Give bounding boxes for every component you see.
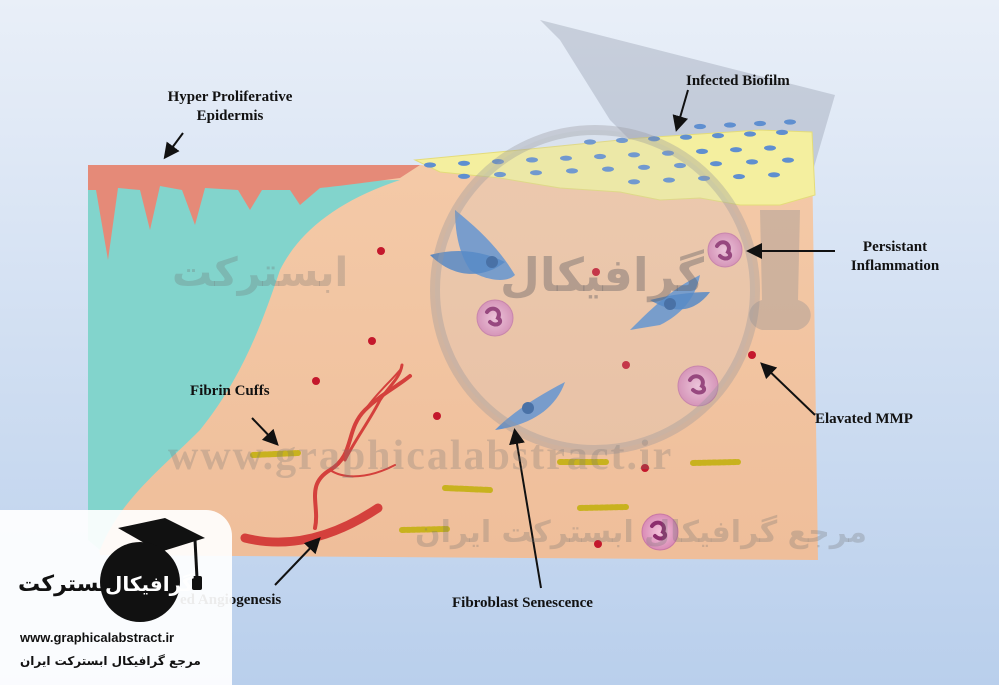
label-arrows bbox=[163, 89, 835, 589]
logo-subtitle: مرجع گرافیکال ابسترکت ایران bbox=[20, 654, 201, 668]
hyper-proliferative-epidermis bbox=[88, 165, 420, 260]
bacterium bbox=[560, 155, 572, 161]
arrow-mmp bbox=[760, 362, 816, 416]
inflammatory-cells bbox=[476, 232, 743, 551]
bacterium bbox=[662, 150, 674, 156]
bacterium bbox=[492, 159, 504, 165]
bacterium bbox=[776, 129, 788, 135]
logo-title-left: ابسترکت bbox=[18, 572, 115, 597]
mmp-dot bbox=[641, 464, 649, 472]
watermark-emblem bbox=[430, 125, 811, 455]
fibroblast-cell bbox=[430, 250, 505, 274]
bacterium bbox=[784, 119, 796, 125]
mmp-dot bbox=[622, 361, 630, 369]
label-infected-biofilm: Infected Biofilm bbox=[686, 73, 790, 89]
bacterium bbox=[526, 157, 538, 163]
teal-epidermis-layer bbox=[88, 180, 400, 550]
label-hyper-line1: Hyper Proliferative bbox=[167, 89, 293, 105]
bacterium bbox=[602, 166, 614, 172]
bacterium bbox=[458, 173, 470, 179]
watermark-persian-bottom: مرجع گرافیکال ابسترکت ایران bbox=[415, 515, 867, 550]
arrow-hyper bbox=[163, 132, 184, 160]
arrow-fibrin bbox=[251, 417, 279, 446]
fibroblast-cells bbox=[430, 210, 710, 430]
logo-card: ابسترکت گرافیکال www.graphicalabstract.i… bbox=[0, 510, 232, 685]
mmp-dot bbox=[368, 337, 376, 345]
bacterium bbox=[648, 136, 660, 142]
bacterium bbox=[754, 120, 766, 127]
watermark-persian-left: ابسترکت bbox=[172, 250, 349, 296]
bacterium bbox=[712, 133, 724, 139]
watermark-persian-center: گرافیکال bbox=[500, 248, 704, 302]
bacterium bbox=[724, 122, 736, 128]
bacterium bbox=[680, 134, 692, 140]
label-hyper-line2: Epidermis bbox=[196, 108, 264, 124]
inflammatory-cell bbox=[476, 299, 514, 337]
inflammatory-cell bbox=[641, 513, 679, 551]
arrow-angiogenesis bbox=[274, 537, 321, 586]
fibroblast-nucleus bbox=[664, 298, 676, 310]
logo-circle bbox=[100, 542, 180, 622]
bacterium bbox=[768, 172, 780, 178]
fibrin-cuffs bbox=[250, 450, 741, 533]
bacterium bbox=[594, 153, 606, 160]
bacterium bbox=[764, 145, 776, 151]
graduation-cap-logo bbox=[100, 518, 205, 622]
mmp-dot bbox=[433, 412, 441, 420]
bacterium bbox=[584, 139, 596, 145]
logo-url: www.graphicalabstract.ir bbox=[20, 630, 175, 645]
arrow-fibroblast bbox=[509, 428, 542, 589]
bacterium bbox=[710, 161, 722, 167]
mmp-dot bbox=[748, 351, 756, 359]
label-hyper-proliferative: Hyper Proliferative Epidermis bbox=[150, 88, 310, 126]
mmp-dot bbox=[312, 377, 320, 385]
arrow-biofilm bbox=[672, 89, 689, 132]
watermark-url: www.graphicalabstract.ir bbox=[168, 433, 674, 479]
bacterium bbox=[696, 148, 708, 154]
bacterium bbox=[674, 162, 686, 169]
label-fibroblast-senescence: Fibroblast Senescence bbox=[452, 595, 593, 611]
bacterium bbox=[730, 147, 742, 153]
fibrin-cuff bbox=[577, 504, 629, 511]
fibrin-cuff bbox=[442, 485, 493, 493]
label-persistant-line2: Inflammation bbox=[850, 258, 940, 274]
label-persistant-line1: Persistant bbox=[862, 239, 928, 255]
bacterium bbox=[424, 162, 436, 168]
bacterium bbox=[698, 175, 710, 181]
bacterium bbox=[458, 160, 470, 166]
bacterium bbox=[616, 137, 628, 143]
mmp-dot bbox=[592, 268, 600, 276]
bacterium bbox=[744, 131, 756, 137]
fibroblast-nucleus bbox=[486, 256, 498, 268]
biofilm-bacteria bbox=[424, 119, 796, 185]
bacterium bbox=[566, 168, 578, 174]
bacterium bbox=[530, 170, 542, 176]
bacterium bbox=[694, 123, 706, 130]
mmp-dots bbox=[312, 247, 756, 548]
inflammatory-cell bbox=[677, 365, 719, 407]
bacterium bbox=[638, 164, 650, 170]
fibrin-cuff bbox=[399, 526, 450, 533]
bacterium bbox=[746, 159, 758, 165]
cap-top bbox=[118, 518, 205, 552]
label-elavated-mmp: Elavated MMP bbox=[815, 411, 913, 427]
bacterium bbox=[733, 173, 745, 180]
inflammatory-cell bbox=[707, 232, 743, 268]
infected-biofilm-layer bbox=[413, 129, 816, 206]
label-fibrin-cuffs: Fibrin Cuffs bbox=[190, 383, 270, 399]
fibrin-cuff bbox=[690, 459, 741, 466]
logo-title-right: گرافیکال bbox=[105, 572, 194, 596]
label-persistant-inflammation: Persistant Inflammation bbox=[835, 238, 955, 276]
bacterium bbox=[628, 179, 640, 185]
bacterium bbox=[663, 177, 675, 183]
fibrin-cuff bbox=[250, 450, 301, 458]
fibroblast-nucleus bbox=[522, 402, 534, 414]
bacterium bbox=[494, 171, 506, 178]
bacterium bbox=[628, 152, 640, 158]
mmp-dot bbox=[594, 540, 602, 548]
mmp-dot bbox=[377, 247, 385, 255]
bacterium bbox=[782, 157, 794, 163]
